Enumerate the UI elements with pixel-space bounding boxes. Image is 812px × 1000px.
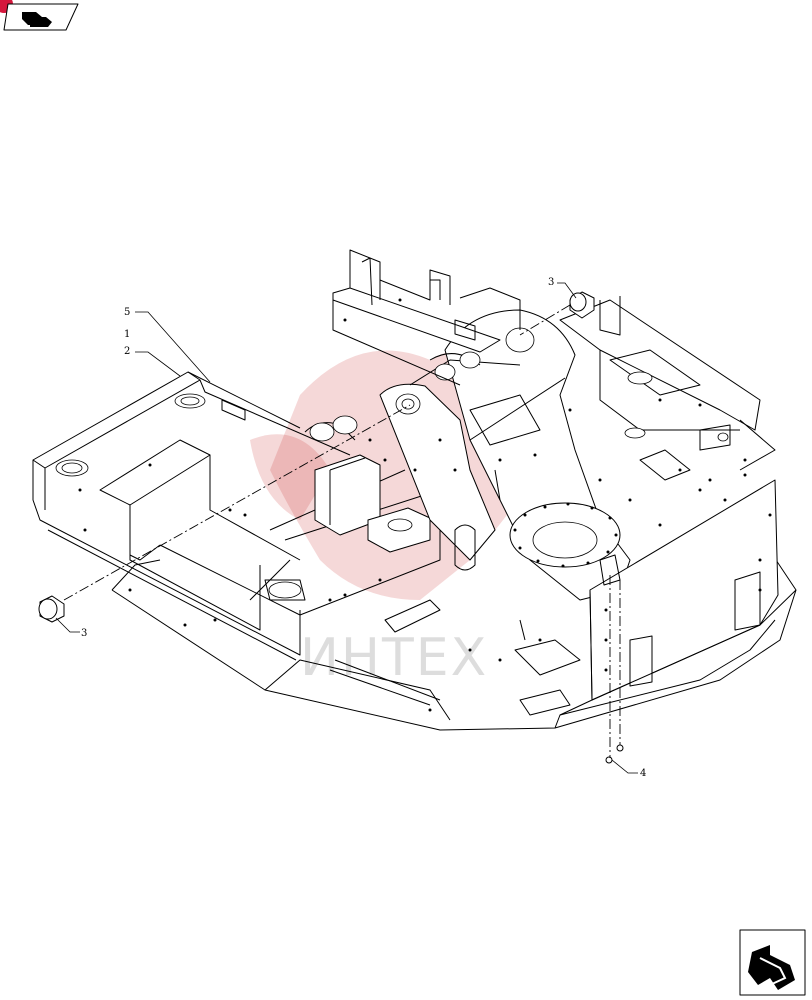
upper-frame-assembly bbox=[32, 249, 797, 731]
centerline-part-3-left bbox=[63, 404, 411, 601]
part-4-bolt bbox=[605, 744, 624, 764]
callout-4: 4 bbox=[640, 768, 646, 779]
callout-1: 1 bbox=[124, 329, 130, 340]
back-nav-button[interactable] bbox=[0, 0, 79, 31]
leader-3-top bbox=[557, 282, 577, 299]
bearing-bolt-holes bbox=[513, 502, 618, 568]
part-3-left-cap bbox=[38, 595, 65, 623]
leader-3-left bbox=[55, 617, 80, 633]
next-page-button[interactable] bbox=[739, 929, 806, 996]
part-3-top-cap bbox=[569, 291, 595, 319]
leader-2 bbox=[135, 351, 181, 377]
callout-3-top: 3 bbox=[548, 277, 554, 288]
centerline-part-3-top bbox=[519, 304, 571, 336]
callout-3-left: 3 bbox=[81, 628, 87, 639]
leader-5 bbox=[135, 311, 211, 383]
fastener-dots bbox=[78, 298, 772, 712]
callout-5: 5 bbox=[124, 307, 130, 318]
callout-2: 2 bbox=[124, 346, 130, 357]
leader-4 bbox=[611, 759, 638, 774]
watermark-text: ИНТЕХ bbox=[300, 628, 488, 688]
